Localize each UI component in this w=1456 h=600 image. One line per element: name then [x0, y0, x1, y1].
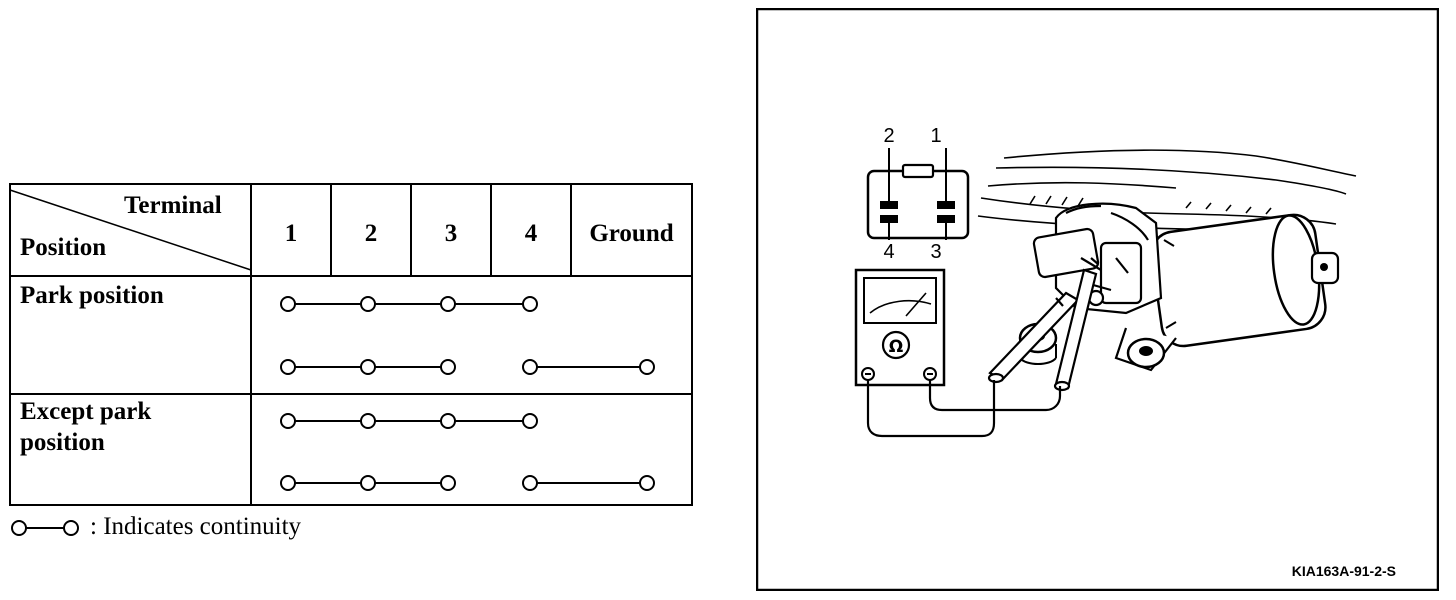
- continuity-node-3: [440, 296, 456, 312]
- figure-code-label: KIA163A-91-2-S: [1292, 563, 1396, 579]
- test-leads: [866, 380, 1062, 438]
- continuity-node-3: [440, 475, 456, 491]
- continuity-node-4: [522, 296, 538, 312]
- continuity-node-1: [280, 413, 296, 429]
- test-probes-icon: [987, 257, 1099, 392]
- continuity-node-1: [280, 296, 296, 312]
- connector-pin-label-1: 1: [930, 125, 941, 147]
- continuity-node-3: [440, 413, 456, 429]
- continuity-node-2: [360, 475, 376, 491]
- header-position-label: Position: [20, 234, 107, 261]
- wiper-motor-figure: Ω 2 1 4 3 KIA163A-91-2-S: [756, 8, 1439, 591]
- continuity-node-2: [360, 296, 376, 312]
- row-label-except-park-line2: position: [20, 429, 105, 456]
- continuity-symbol-icon: [11, 520, 79, 536]
- connector-pin-label-4: 4: [883, 241, 894, 263]
- ohmmeter-icon: [854, 268, 946, 387]
- table-border: [9, 183, 693, 506]
- header-diagonal-line: [9, 189, 252, 271]
- terminal-header-ground: Ground: [589, 220, 674, 247]
- continuity-node-1: [280, 359, 296, 375]
- terminal-header-2: 2: [364, 220, 378, 247]
- terminal-header-3: 3: [444, 220, 458, 247]
- row-label-except-park-line1: Except park: [20, 398, 152, 425]
- continuity-node-2: [360, 413, 376, 429]
- continuity-table: Terminal Position 1 2 3 4 Ground Park po…: [0, 0, 700, 560]
- continuity-node-4: [522, 359, 538, 375]
- connector-pin-label-3: 3: [930, 241, 941, 263]
- header-terminal-label: Terminal: [124, 192, 222, 219]
- continuity-node-4: [522, 475, 538, 491]
- continuity-node-ground: [639, 359, 655, 375]
- terminal-header-1: 1: [284, 220, 298, 247]
- continuity-node-4: [522, 413, 538, 429]
- connector-pin-label-2: 2: [883, 125, 894, 147]
- continuity-node-2: [360, 359, 376, 375]
- legend: : Indicates continuity: [0, 510, 400, 550]
- legend-text: : Indicates continuity: [90, 513, 302, 540]
- terminal-header-4: 4: [524, 220, 538, 247]
- connector-icon: [866, 148, 970, 240]
- continuity-node-3: [440, 359, 456, 375]
- continuity-node-1: [280, 475, 296, 491]
- meter-ohm-symbol: Ω: [889, 337, 903, 357]
- continuity-node-ground: [639, 475, 655, 491]
- row-label-park-position: Park position: [20, 282, 164, 309]
